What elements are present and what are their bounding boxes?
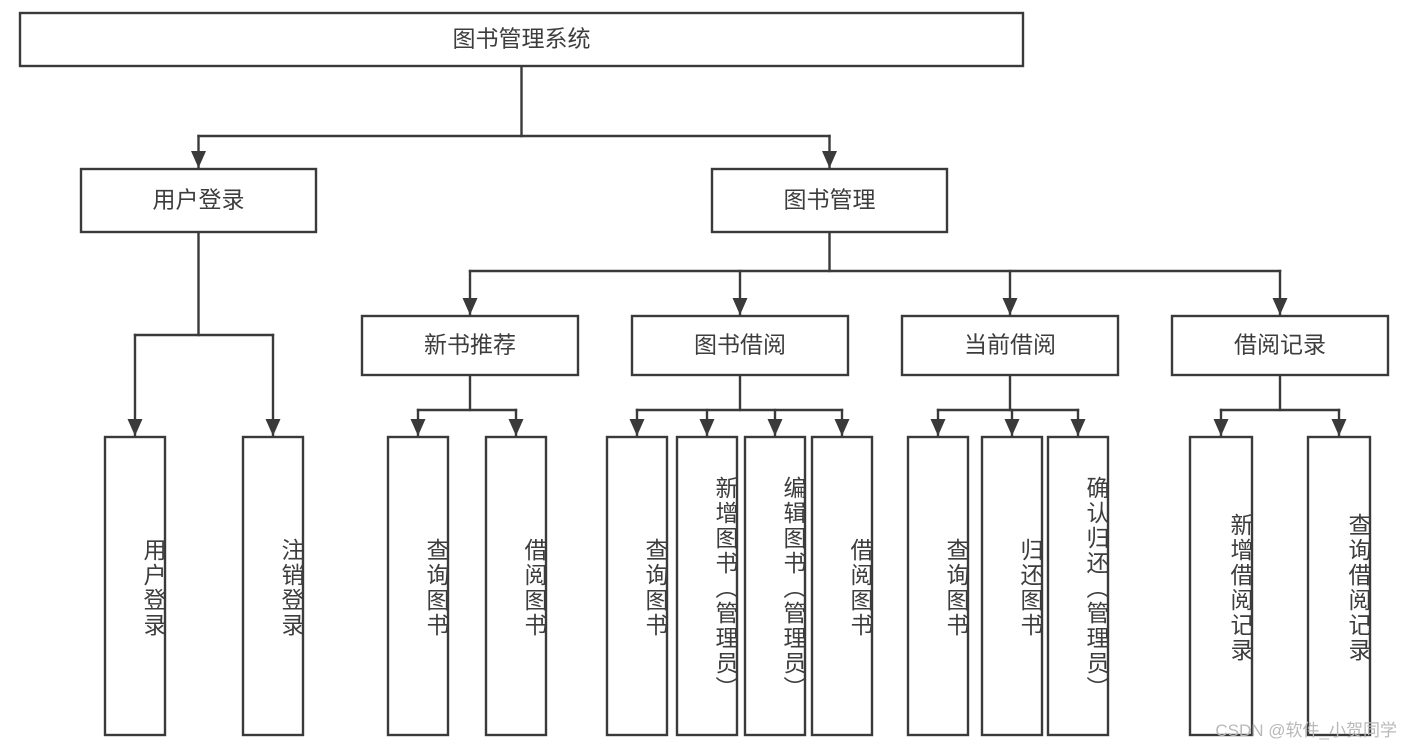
node-level2-0-rect[interactable] (79, 167, 318, 234)
node-root-rect[interactable] (18, 11, 1025, 68)
arrow-head-icon (462, 298, 478, 315)
node-leaf-5-rect[interactable] (675, 435, 739, 737)
arrow-head-icon (508, 419, 524, 436)
node-level2-1[interactable] (710, 167, 949, 234)
node-leaf-7-rect[interactable] (810, 435, 874, 737)
arrow-head-icon (1004, 419, 1020, 436)
node-level3-0-rect[interactable] (360, 314, 580, 377)
node-leaf-1[interactable] (241, 435, 305, 737)
node-leaf-0[interactable] (103, 435, 167, 737)
node-root[interactable] (18, 11, 1025, 68)
node-leaf-4[interactable] (605, 435, 669, 737)
node-level2-0[interactable] (79, 167, 318, 234)
node-leaf-2-rect[interactable] (386, 435, 450, 737)
node-leaf-7[interactable] (810, 435, 874, 737)
node-level3-3-label: 借阅记录 (1234, 332, 1326, 358)
node-box-layer (18, 11, 1390, 737)
arrow-head-icon (930, 419, 946, 436)
node-level2-1-label: 图书管理 (784, 187, 876, 213)
node-leaf-2[interactable] (386, 435, 450, 737)
node-leaf-9[interactable] (980, 435, 1044, 737)
node-level3-1-label: 图书借阅 (694, 332, 786, 358)
arrow-head-icon (732, 298, 748, 315)
arrow-head-icon (1272, 298, 1288, 315)
arrow-head-icon (1331, 419, 1347, 436)
watermark-text: CSDN @软件_小贺同学 (1215, 721, 1397, 740)
node-level3-2[interactable] (900, 314, 1120, 377)
node-level3-1-rect[interactable] (630, 314, 850, 377)
arrow-head-icon (1070, 419, 1086, 436)
node-leaf-11[interactable] (1188, 435, 1254, 737)
node-level3-2-rect[interactable] (900, 314, 1120, 377)
node-level3-2-label: 当前借阅 (964, 332, 1056, 358)
node-leaf-3-rect[interactable] (484, 435, 548, 737)
node-leaf-10[interactable] (1046, 435, 1110, 737)
node-leaf-12-rect[interactable] (1306, 435, 1372, 737)
arrow-head-icon (191, 151, 206, 168)
arrow-head-icon (834, 419, 850, 436)
node-level2-1-rect[interactable] (710, 167, 949, 234)
arrow-head-icon (767, 419, 783, 436)
node-leaf-1-rect[interactable] (241, 435, 305, 737)
arrow-head-icon (410, 419, 426, 436)
node-level2-0-label: 用户登录 (153, 187, 245, 213)
node-level3-3[interactable] (1170, 314, 1390, 377)
node-level3-1[interactable] (630, 314, 850, 377)
node-leaf-12[interactable] (1306, 435, 1372, 737)
arrow-head-icon (265, 419, 281, 436)
node-leaf-0-rect[interactable] (103, 435, 167, 737)
node-level3-0-label: 新书推荐 (424, 332, 516, 358)
node-level3-0[interactable] (360, 314, 580, 377)
arrow-head-icon (1213, 419, 1229, 436)
node-leaf-4-rect[interactable] (605, 435, 669, 737)
node-level3-3-rect[interactable] (1170, 314, 1390, 377)
node-leaf-9-rect[interactable] (980, 435, 1044, 737)
arrow-head-icon (1002, 298, 1018, 315)
arrow-head-icon (629, 419, 645, 436)
node-leaf-8-rect[interactable] (906, 435, 970, 737)
node-leaf-8[interactable] (906, 435, 970, 737)
node-leaf-5[interactable] (675, 435, 739, 737)
node-root-label: 图书管理系统 (453, 26, 591, 52)
connector-layer (127, 64, 1347, 438)
arrow-head-icon (127, 419, 143, 436)
node-leaf-11-rect[interactable] (1188, 435, 1254, 737)
node-leaf-3[interactable] (484, 435, 548, 737)
node-leaf-10-rect[interactable] (1046, 435, 1110, 737)
arrow-head-icon (822, 151, 837, 168)
node-leaf-6-rect[interactable] (743, 435, 807, 737)
node-leaf-6[interactable] (743, 435, 807, 737)
arrow-head-icon (699, 419, 715, 436)
